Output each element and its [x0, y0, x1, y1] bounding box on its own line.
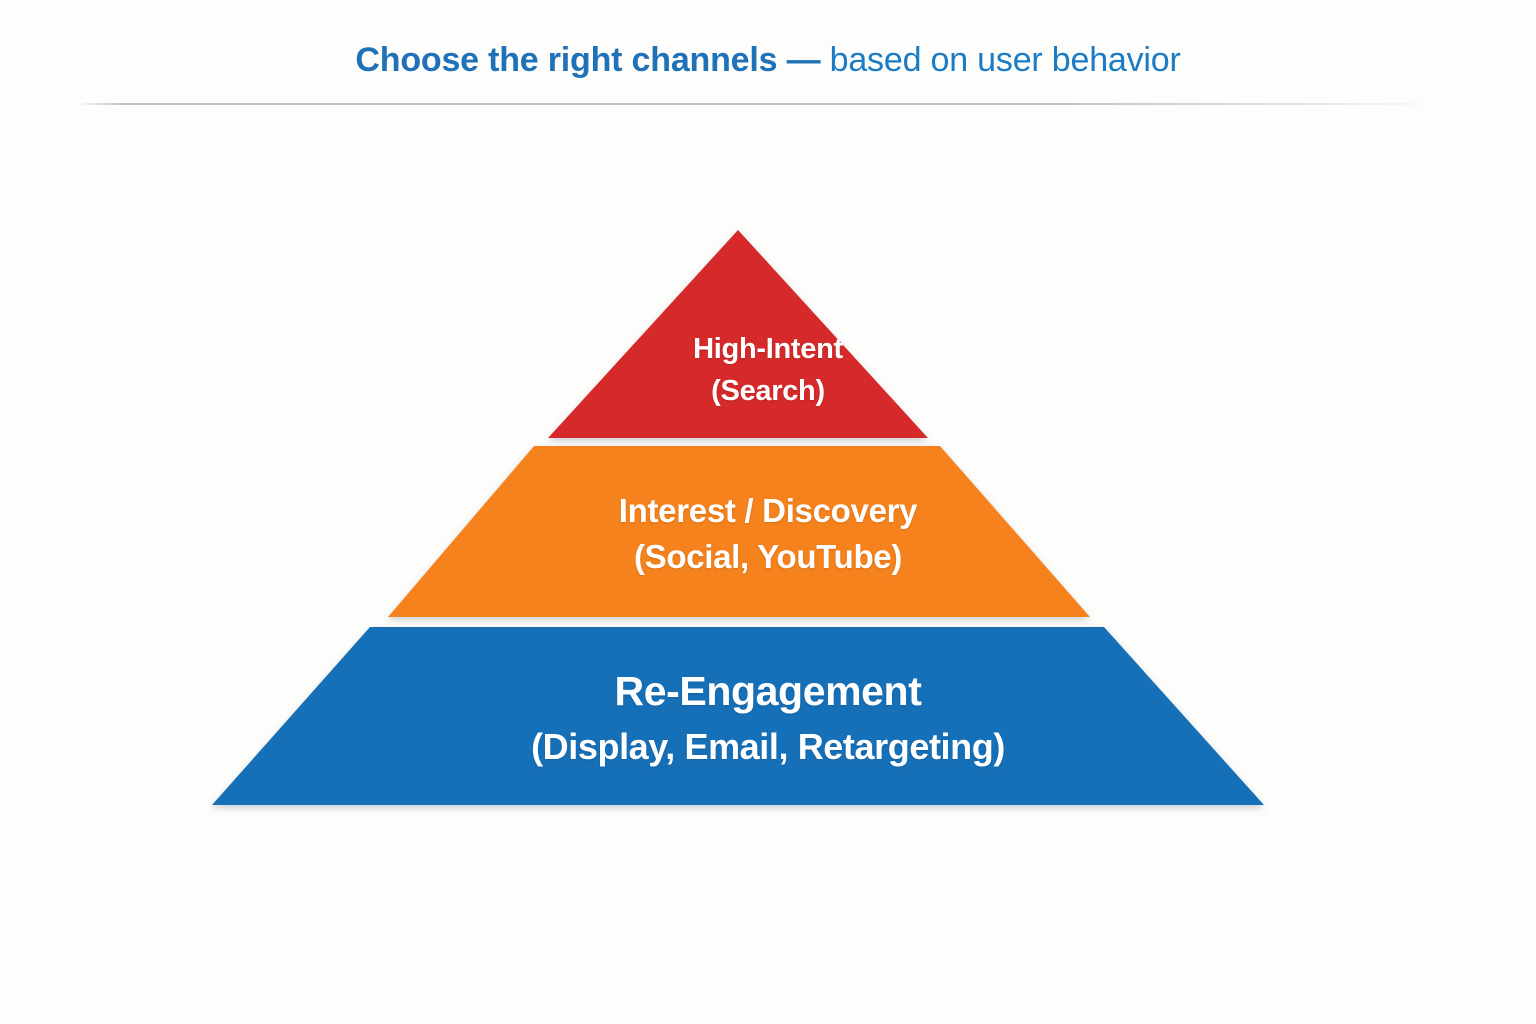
- pyramid-tier-bottom-shape[interactable]: [212, 627, 1264, 805]
- header: Choose the right channels — based on use…: [0, 0, 1536, 110]
- page-title-subtext: based on user behavior: [820, 41, 1181, 79]
- header-divider: [82, 103, 1442, 105]
- pyramid-tier-top-shape[interactable]: [548, 230, 928, 438]
- pyramid-tier-middle-shape[interactable]: [388, 446, 1090, 617]
- page-title-emphasis: Choose the right channels —: [355, 41, 821, 79]
- page-title: Choose the right channels — based on use…: [0, 38, 1536, 82]
